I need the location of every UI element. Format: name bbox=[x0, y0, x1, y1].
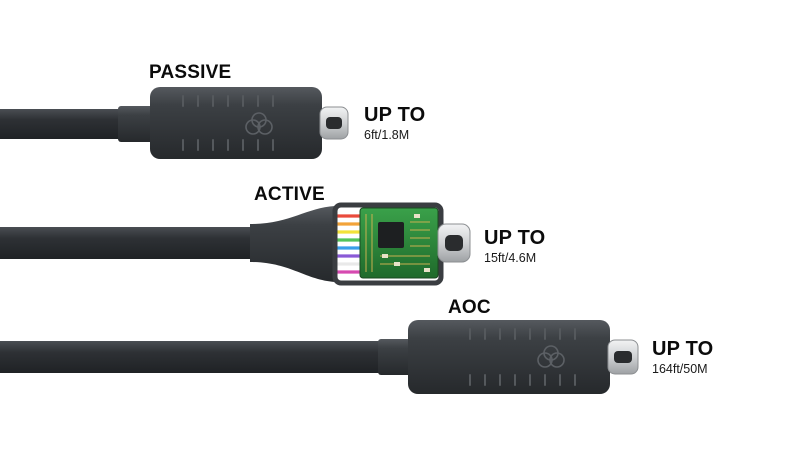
active-pcb-components bbox=[382, 214, 430, 272]
aoc-range-prefix: UP TO bbox=[652, 338, 714, 360]
active-type-label: ACTIVE bbox=[254, 184, 325, 205]
active-internal-wires bbox=[333, 214, 364, 274]
aoc-cable-cord bbox=[0, 341, 380, 373]
passive-range-value: 6ft/1.8M bbox=[364, 128, 410, 142]
active-range-value: 15ft/4.6M bbox=[484, 251, 537, 265]
aoc-plug-opening bbox=[614, 351, 632, 363]
passive-connector-grip-ridges bbox=[182, 95, 274, 151]
aoc-connector-grip-ridges bbox=[469, 328, 576, 386]
active-cable-cord bbox=[0, 227, 270, 259]
active-chip bbox=[378, 222, 404, 248]
passive-cable-cord bbox=[0, 109, 120, 139]
aoc-connector-body bbox=[408, 320, 610, 394]
aoc-type-label: AOC bbox=[448, 297, 491, 318]
active-range-prefix: UP TO bbox=[484, 227, 546, 249]
brand-logo-icon bbox=[537, 345, 565, 368]
brand-logo-icon bbox=[245, 112, 273, 135]
active-cable-strain-relief bbox=[250, 206, 335, 282]
aoc-range-value: 164ft/50M bbox=[652, 362, 708, 376]
passive-type-label: PASSIVE bbox=[149, 62, 232, 83]
active-cable bbox=[0, 202, 471, 286]
active-pcb-traces bbox=[365, 214, 430, 272]
passive-cable bbox=[0, 87, 349, 159]
aoc-cable bbox=[0, 320, 639, 394]
passive-plug-opening bbox=[326, 117, 342, 129]
active-plug-opening bbox=[445, 235, 463, 251]
passive-cable-strain-relief bbox=[118, 106, 154, 142]
passive-connector-body bbox=[150, 87, 322, 159]
passive-range-prefix: UP TO bbox=[364, 104, 426, 126]
aoc-cable-strain-relief bbox=[378, 339, 414, 375]
